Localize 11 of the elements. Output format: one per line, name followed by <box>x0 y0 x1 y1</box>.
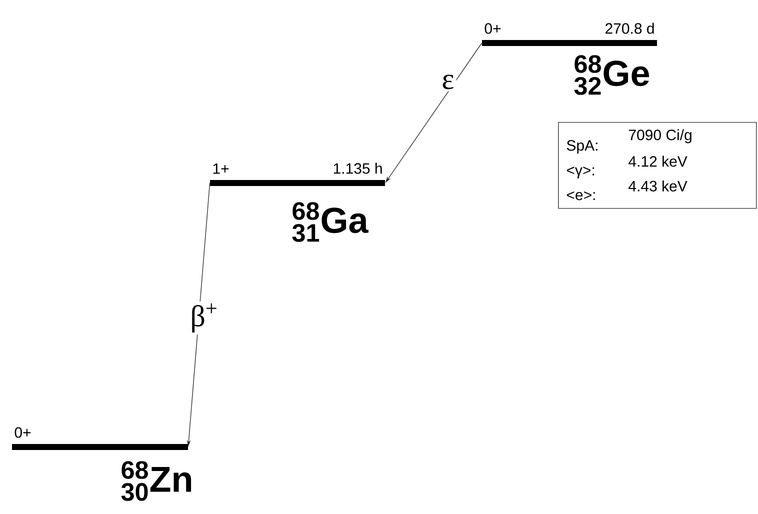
isotope-label: ${}^{\text{68}}_{\text{30}}\text{Zn}$ <box>121 461 192 501</box>
half-life-label: 270.8 d <box>606 22 654 34</box>
decay-mode-label: β$^{+}$ <box>188 301 220 335</box>
spin-label: 0+ <box>484 23 501 34</box>
isotope-label: ${}^{\text{68}}_{\text{32}}\text{Ge}$ <box>574 55 650 95</box>
isotope-label: ${}^{\text{68}}_{\text{31}}\text{Ga}$ <box>292 202 368 242</box>
spin-label: 0+ <box>14 427 31 438</box>
decay-mode-label: ε <box>440 72 456 92</box>
half-life-label: 1.135 h <box>334 162 382 174</box>
spin-label: 1+ <box>213 163 229 174</box>
info-box: SpA: 7090 Ci/g <γ>: 4.12 keV <e>: 4.43 keV <box>558 122 757 209</box>
